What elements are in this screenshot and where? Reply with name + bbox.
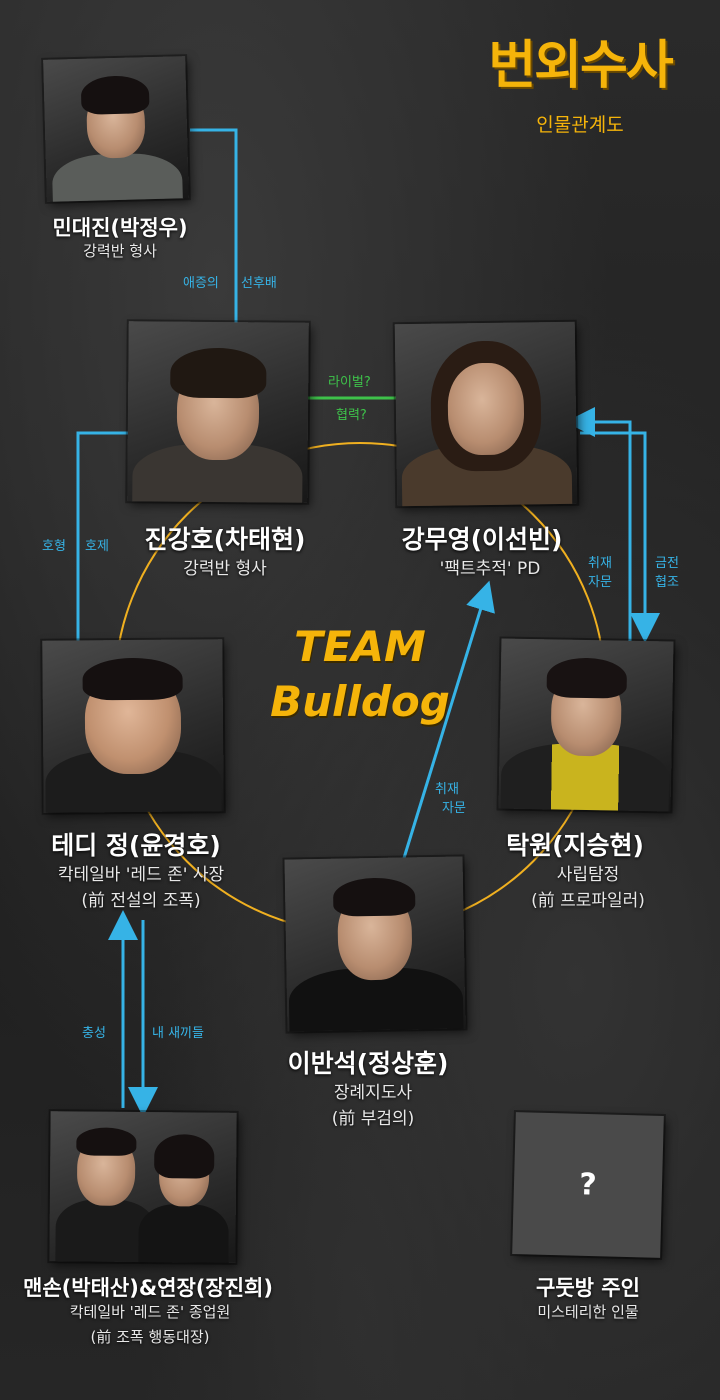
name-mystery: 구둣방 주인 [536, 1276, 640, 1300]
desc-manson-2: (前 조폭 행동대장) [90, 1328, 210, 1346]
desc-mindaejin: 강력반 형사 [83, 242, 157, 260]
photo-manson [49, 1111, 237, 1263]
desc-kangmuyoung: '팩트추적' PD [439, 559, 541, 579]
label-lee-kang: 취재 자문 [428, 780, 466, 818]
label-kang-tak-b: 금전 협조 [655, 554, 679, 592]
title-block: 번외수사 인물관계도 [470, 40, 690, 137]
label-lee-kang1: 취재 [435, 782, 459, 797]
name-mindaejin: 민대진(박정우) [52, 216, 188, 240]
line-jin-teddy [76, 431, 138, 645]
photo-mindaejin [43, 56, 189, 202]
label-jin-teddy-b: 호제 [85, 539, 109, 554]
label-jin-teddy-a: 호형 [42, 539, 66, 554]
name-takwon: 탁원(지승현) [506, 831, 644, 860]
label-min-jin-b: 선후배 [241, 276, 277, 291]
desc-teddy-2: (前 전설의 조폭) [81, 891, 201, 911]
desc-jinkangho: 강력반 형사 [183, 559, 267, 579]
label-kang-tak-b2: 협조 [655, 575, 679, 590]
desc-libanseok-2: (前 부검의) [331, 1109, 415, 1129]
label-kang-tak-a2: 자문 [588, 575, 612, 590]
name-jinkangho: 진강호(차태현) [144, 525, 306, 554]
label-teddy-man-a: 충성 [82, 1026, 106, 1041]
label-kang-tak-a1: 취재 [588, 556, 612, 571]
line-kang-tak-a [565, 407, 632, 645]
line-kang-tak-b [580, 431, 660, 643]
desc-takwon-2: (前 프로파일러) [531, 891, 645, 911]
desc-takwon-1: 사립탐정 [556, 865, 620, 885]
show-title: 번외수사 [488, 36, 673, 96]
name-libanseok: 이반석(정상훈) [287, 1049, 449, 1078]
desc-mystery: 미스테리한 인물 [537, 1303, 639, 1321]
name-kangmuyoung: 강무영(이선빈) [401, 525, 563, 554]
name-manson: 맨손(박태산)&연장(장진희) [23, 1276, 273, 1300]
chart-subtitle: 인물관계도 [536, 114, 624, 136]
photo-jinkangho [127, 321, 309, 503]
team-line1: TEAM [294, 622, 426, 671]
label-coop: 협력? [336, 408, 367, 423]
label-teddy-man-b: 내 새끼들 [152, 1026, 204, 1041]
photo-mystery: ? [512, 1112, 664, 1258]
label-rival: 라이벌? [328, 375, 371, 390]
photo-teddy [42, 639, 224, 813]
photo-libanseok [284, 856, 466, 1032]
desc-manson-1: 칵테일바 '레드 존' 종업원 [69, 1303, 231, 1321]
desc-teddy-1: 칵테일바 '레드 존' 사장 [57, 865, 225, 885]
desc-libanseok-1: 장례지도사 [333, 1083, 413, 1103]
photo-kangmuyoung [394, 321, 578, 507]
label-kang-tak-a: 취재 자문 [588, 554, 612, 592]
name-teddy: 테디 정(윤경호) [51, 831, 221, 860]
photo-takwon [498, 638, 674, 812]
label-min-jin-a: 애증의 [183, 276, 219, 291]
team-label: TEAM Bulldog [270, 620, 450, 729]
label-kang-tak-b1: 금전 [655, 556, 679, 571]
team-line2: Bulldog [270, 676, 450, 726]
mystery-mark: ? [578, 1167, 598, 1203]
label-lee-kang2: 자문 [442, 801, 466, 816]
line-lee-kang [402, 580, 495, 859]
line-min-jin [190, 128, 238, 325]
